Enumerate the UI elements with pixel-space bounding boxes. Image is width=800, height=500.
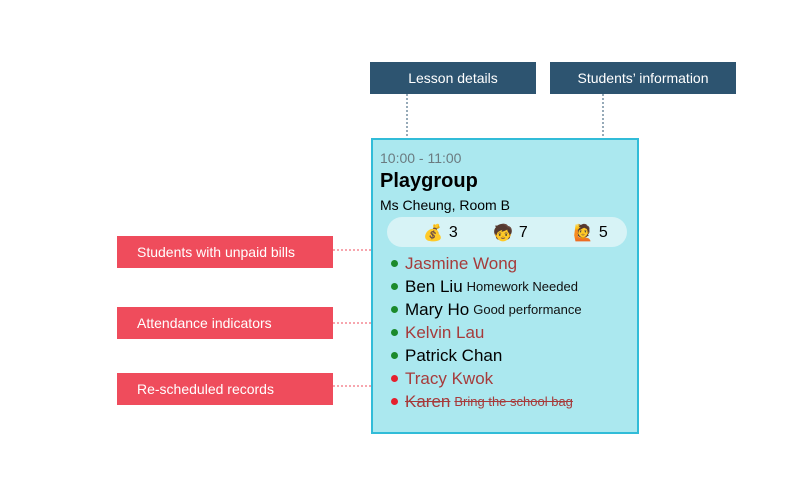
student-note: Bring the school bag [454, 394, 573, 409]
stat-students: 🧒 7 [493, 223, 528, 243]
attendance-dot [391, 398, 398, 405]
callout-unpaid-bills: Students with unpaid bills [117, 236, 333, 268]
student-row[interactable]: Karen Bring the school bag [391, 390, 641, 413]
student-name: Patrick Chan [405, 345, 503, 365]
callout-rescheduled-records: Re-scheduled records [117, 373, 333, 405]
attendance-dot [391, 260, 398, 267]
attendance-dot [391, 283, 398, 290]
callout-attendance-indicators: Attendance indicators [117, 307, 333, 339]
callout-unpaid-bills-label: Students with unpaid bills [137, 244, 295, 260]
student-name: Karen [405, 391, 451, 411]
lesson-card[interactable]: 10:00 - 11:00 Playgroup Ms Cheung, Room … [371, 138, 639, 434]
lesson-stats-bar: 💰 3 🧒 7 🙋 5 [387, 217, 627, 247]
lesson-time: 10:00 - 11:00 [380, 150, 462, 166]
child-face-icon: 🧒 [493, 225, 513, 242]
callout-lesson-details: Lesson details [370, 62, 536, 94]
stat-raised-count: 5 [598, 224, 608, 241]
student-row[interactable]: Mary Ho Good performance [391, 298, 641, 321]
student-row[interactable]: Tracy Kwok [391, 367, 641, 390]
callout-rescheduled-label: Re-scheduled records [137, 381, 274, 397]
student-name: Jasmine Wong [405, 253, 518, 273]
attendance-dot [391, 375, 398, 382]
callout-students-information: Students’ information [550, 62, 736, 94]
student-note: Good performance [473, 302, 582, 317]
lesson-title: Playgroup [380, 170, 478, 192]
callout-students-information-label: Students’ information [577, 70, 709, 86]
student-row[interactable]: Jasmine Wong [391, 252, 641, 275]
callout-attendance-label: Attendance indicators [137, 315, 272, 331]
student-row[interactable]: Kelvin Lau [391, 321, 641, 344]
student-row[interactable]: Patrick Chan [391, 344, 641, 367]
callout-lesson-details-label: Lesson details [408, 70, 498, 86]
money-bag-icon: 💰 [423, 225, 443, 242]
person-raising-hand-icon: 🙋 [573, 225, 593, 242]
lesson-teacher-room: Ms Cheung, Room B [380, 197, 510, 213]
stat-students-count: 7 [518, 224, 528, 241]
student-name: Tracy Kwok [405, 368, 494, 388]
student-note: Homework Needed [466, 279, 578, 294]
stat-raised-hand: 🙋 5 [573, 223, 608, 243]
student-row[interactable]: Ben Liu Homework Needed [391, 275, 641, 298]
student-name: Mary Ho [405, 299, 470, 319]
student-name: Ben Liu [405, 276, 463, 296]
attendance-dot [391, 352, 398, 359]
attendance-dot [391, 329, 398, 336]
stat-unpaid: 💰 3 [423, 223, 458, 243]
attendance-dot [391, 306, 398, 313]
stat-unpaid-count: 3 [448, 224, 458, 241]
student-name: Kelvin Lau [405, 322, 485, 342]
